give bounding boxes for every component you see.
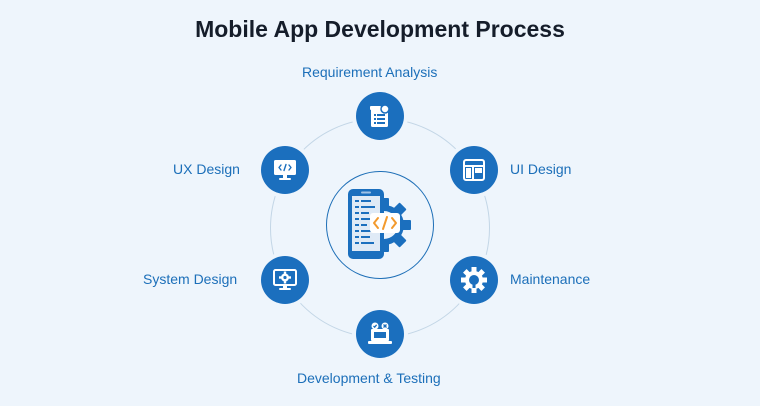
monitor-gear-icon (273, 269, 297, 290)
diagram-title: Mobile App Development Process (195, 16, 565, 42)
step-label-requirement-analysis: Requirement Analysis (302, 64, 438, 80)
step-ux-design (261, 146, 309, 194)
layout-grid-icon (463, 159, 485, 181)
step-ui-design (450, 146, 498, 194)
step-requirement-analysis (356, 92, 404, 140)
document-list-icon (370, 104, 390, 127)
step-label-maintenance: Maintenance (510, 271, 591, 287)
step-label-development-testing: Development & Testing (297, 370, 441, 386)
step-system-design (261, 256, 309, 304)
step-development-testing (356, 310, 404, 358)
mobile-code-gear-icon (348, 189, 411, 259)
monitor-code-icon (274, 160, 296, 180)
step-label-ui-design: UI Design (510, 161, 572, 177)
gear-wrench-icon (461, 267, 487, 293)
step-label-ux-design: UX Design (173, 161, 240, 177)
step-label-system-design: System Design (143, 271, 238, 287)
step-maintenance (450, 256, 498, 304)
center-circle (326, 171, 434, 279)
laptop-check-icon (368, 322, 392, 344)
